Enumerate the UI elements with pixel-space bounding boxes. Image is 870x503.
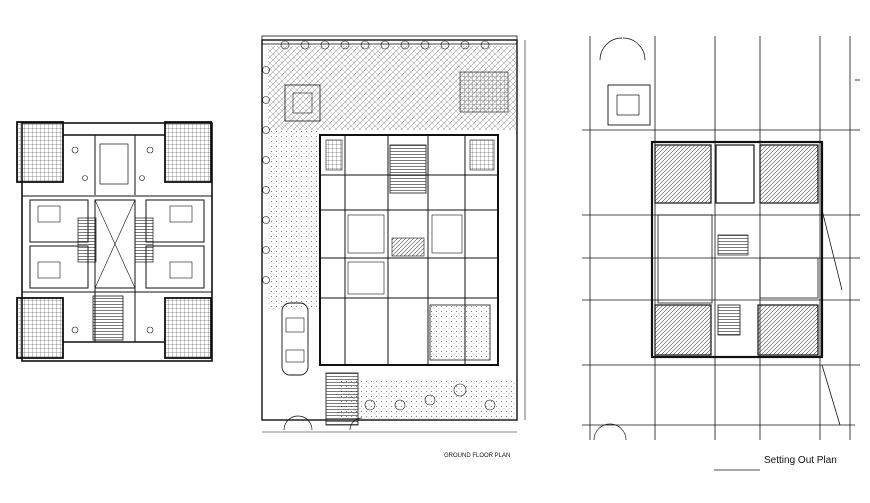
ground-floor-plan-title: GROUND FLOOR PLAN: [444, 453, 510, 459]
setting-out-plan: [582, 36, 860, 471]
left-floor-plan: [16, 121, 213, 362]
ground-floor-plan: [261, 35, 526, 433]
setting-out-plan-title: Setting Out Plan: [764, 455, 837, 466]
boundary-trees: [262, 40, 496, 411]
